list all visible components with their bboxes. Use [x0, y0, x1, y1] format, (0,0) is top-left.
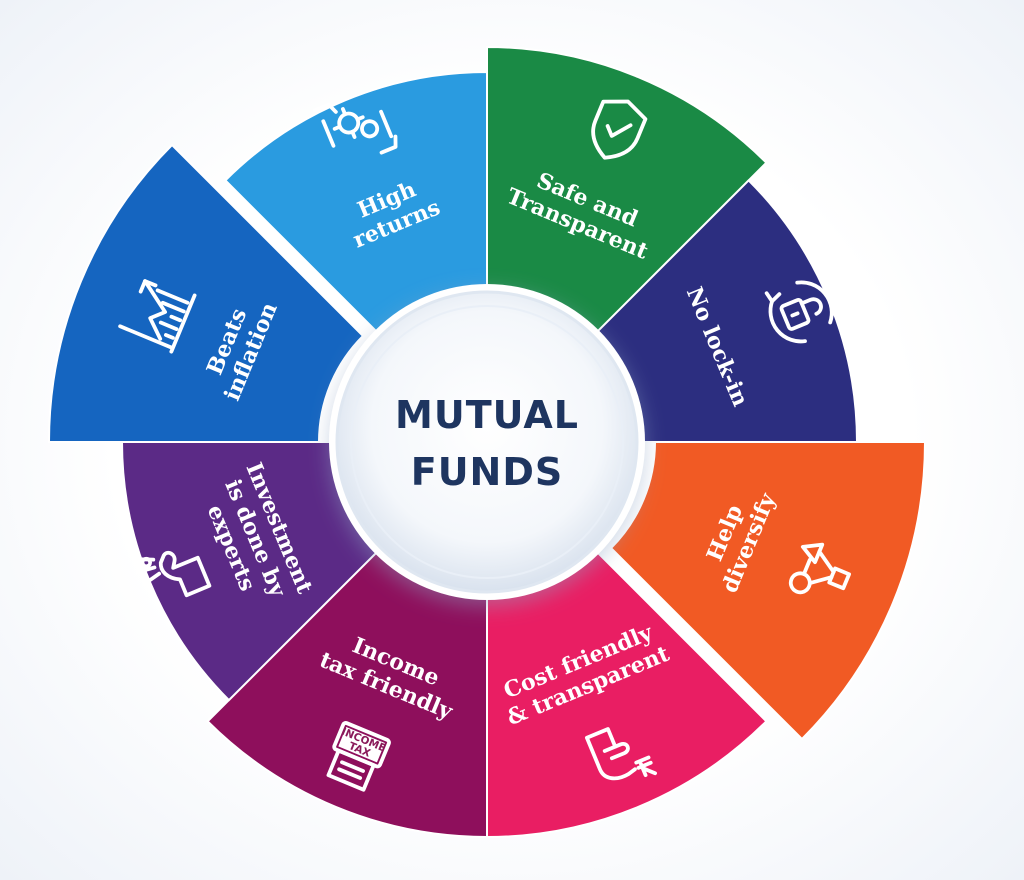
segment-wedge-6	[47, 143, 365, 443]
segment-wedge-2	[609, 441, 927, 741]
center-title-line1: MUTUAL	[395, 393, 579, 437]
center-circle: MUTUAL FUNDS	[329, 284, 645, 600]
hand-rupee-icon	[584, 727, 657, 781]
segment-3: Cost friendly& transparent	[486, 546, 768, 839]
diversify-network-icon	[788, 542, 851, 595]
center-title-line2: FUNDS	[411, 450, 564, 494]
hands-gears-icon	[312, 102, 398, 155]
unlocked-padlock-icon	[764, 280, 834, 344]
rising-graph-icon	[118, 279, 197, 354]
shield-check-icon	[591, 99, 648, 160]
hand-money-icon	[132, 550, 212, 598]
